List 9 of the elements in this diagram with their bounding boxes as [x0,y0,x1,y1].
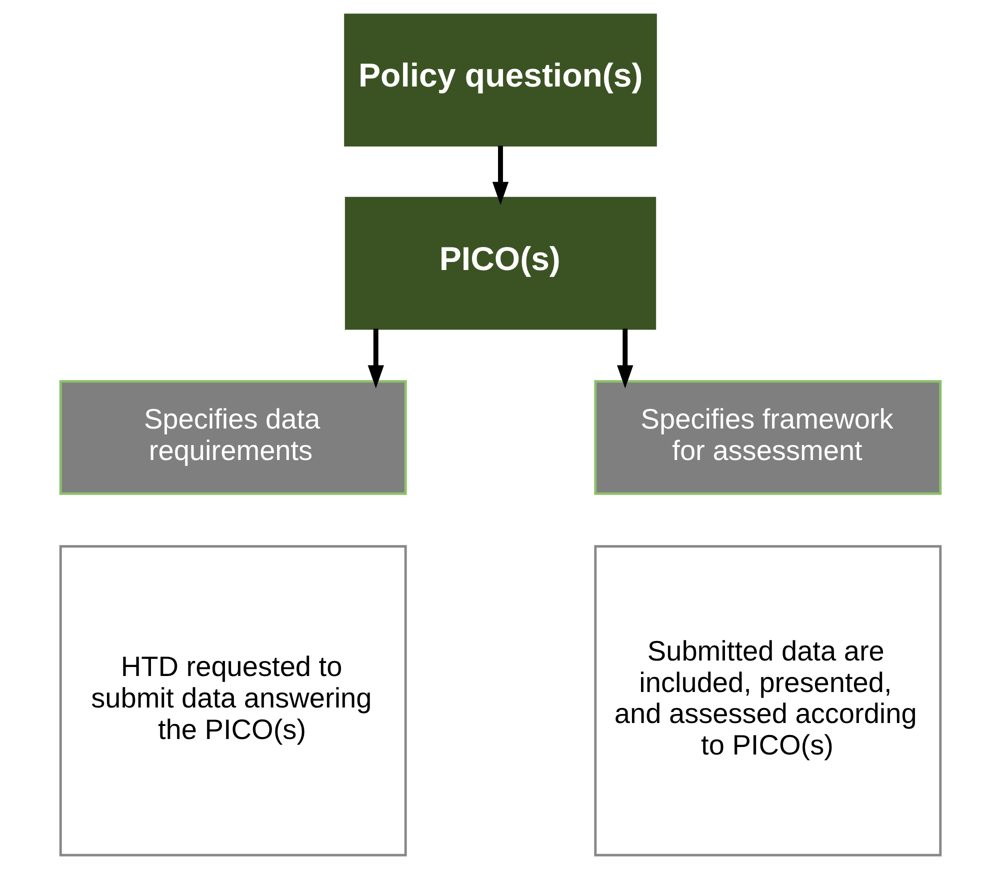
node-box: Specifies data requirements [58,380,406,495]
node-box: Submitted data are included, presented, and assessed according to PICO(s) [594,545,942,856]
arrow [367,328,384,388]
arrow [616,328,633,388]
node-box: Policy question(s) [344,14,656,147]
node-box: HTD requested to submit data answering the PICO(s) [58,545,406,856]
node-box: Specifies framework for assessment [594,380,942,495]
node-box: PICO(s) [344,196,656,330]
arrow [492,146,508,206]
